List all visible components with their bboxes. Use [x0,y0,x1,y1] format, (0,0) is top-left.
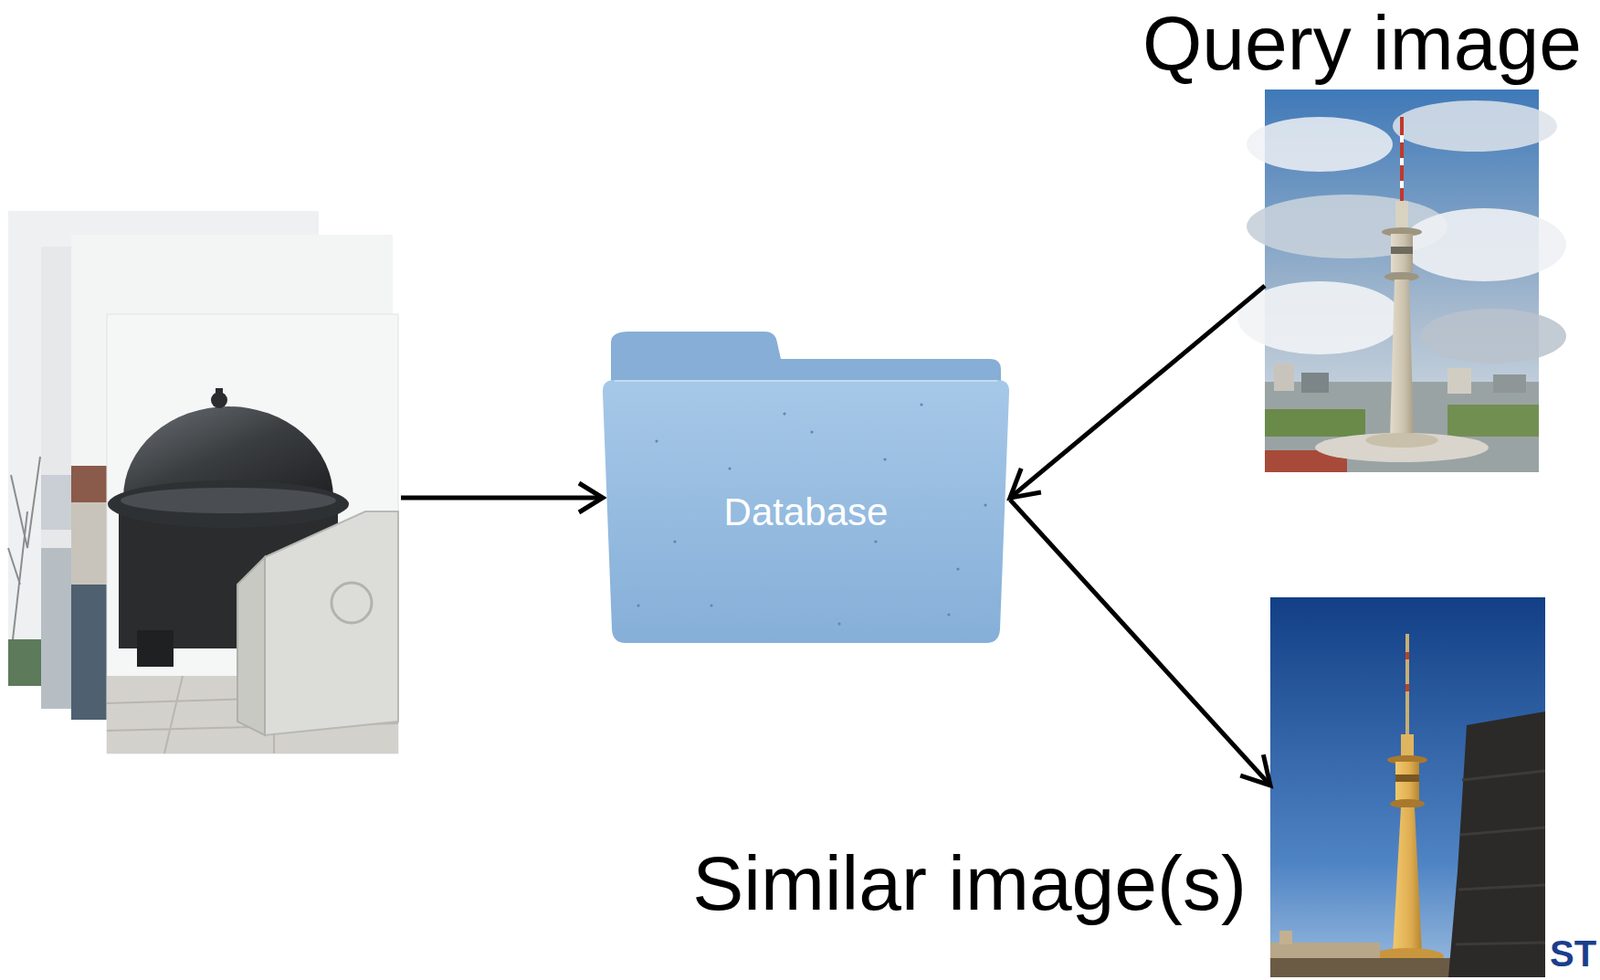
folder-shape [601,331,1011,643]
image-heading: Query image [1142,4,1582,82]
connector-arrow [1010,285,1265,498]
query-photo [1237,89,1567,473]
photo-stack [8,210,399,754]
logo-text: ST [1549,935,1597,972]
connector-arrow [1010,499,1271,786]
arrow-head [1240,754,1271,786]
connector-line [1010,499,1271,786]
folder-label: Database [601,489,1011,536]
arrow-head [1010,468,1042,498]
connector-line [1010,285,1265,498]
image-node: Similar image(s) [1270,597,1546,978]
image-heading: Similar image(s) [692,844,1247,922]
stack-photo [106,314,399,754]
similar-photo [1270,597,1546,978]
image-node: Query image [1264,89,1539,473]
database-folder: Database [601,331,1011,643]
ingest-arrow [400,483,603,513]
